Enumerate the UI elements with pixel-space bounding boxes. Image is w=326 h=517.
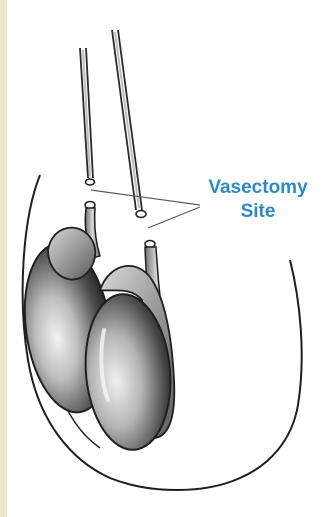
left-border — [0, 0, 7, 517]
right-vas-deferens-upper-inner — [118, 30, 142, 210]
pointer-line-left — [91, 190, 200, 205]
left-cut-end-top — [86, 179, 95, 185]
left-epididymis — [48, 228, 95, 280]
label-line-2: Site — [196, 200, 320, 224]
right-vas-shading — [114, 32, 140, 208]
vasectomy-site-label: Vasectomy Site — [196, 176, 320, 224]
label-line-1: Vasectomy — [196, 176, 320, 200]
right-vas-deferens-upper — [112, 30, 136, 210]
right-cut-end-top — [136, 211, 146, 218]
pointer-line-right — [148, 207, 200, 228]
